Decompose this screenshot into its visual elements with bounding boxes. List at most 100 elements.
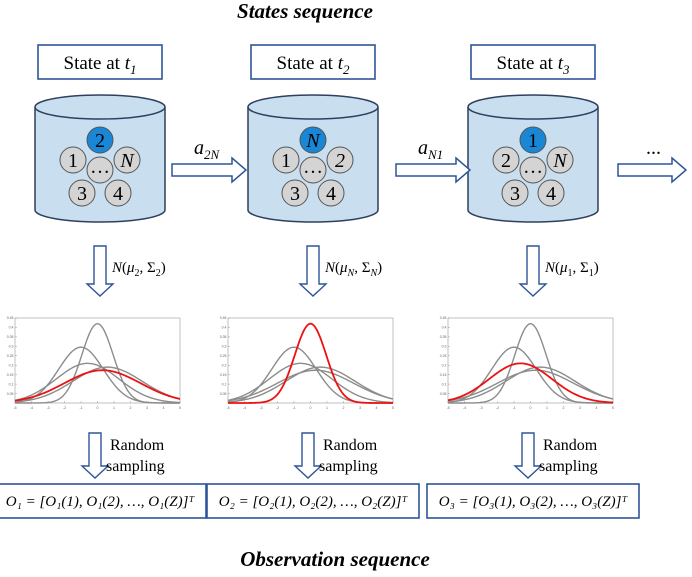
y-tick-label: 0.45 <box>440 316 447 320</box>
y-tick-label: 0.15 <box>220 373 227 377</box>
state-ball: … <box>519 156 547 184</box>
sampling-label: sampling <box>106 458 165 475</box>
observation-sequence-title: Observation sequence <box>240 547 430 571</box>
observation-vector: O₁ = [O₁(1), O₁(2), …, O₁(Z)]ᵀ <box>6 494 196 510</box>
y-tick-label: 0.1 <box>9 382 14 386</box>
x-tick-label: -1 <box>292 406 295 410</box>
y-tick-label: 0.05 <box>7 392 14 396</box>
random-label: Random <box>543 437 598 454</box>
states-sequence-title: States sequence <box>237 0 373 23</box>
svg-text:1: 1 <box>68 150 78 172</box>
x-tick-label: -5 <box>446 406 449 410</box>
x-tick-label: 1 <box>546 406 548 410</box>
x-tick-label: -4 <box>30 406 33 410</box>
state-ball: 4 <box>537 179 565 207</box>
x-tick-label: -2 <box>63 406 66 410</box>
observation-box-2: O₂ = [O₂(1), O₂(2), …, O₂(Z)]ᵀ <box>206 483 420 519</box>
y-tick-label: 0.35 <box>440 335 447 339</box>
y-tick-label: 0.25 <box>7 354 14 358</box>
observation-vector: O₂ = [O₂(1), O₂(2), …, O₂(Z)]ᵀ <box>219 494 409 510</box>
state-ball: … <box>299 156 327 184</box>
y-tick-label: 0.15 <box>440 373 447 377</box>
gaussian-curve <box>447 369 614 402</box>
x-tick-label: -4 <box>243 406 246 410</box>
svg-text:…: … <box>90 156 110 178</box>
emission-arrow-1 <box>85 245 115 297</box>
svg-text:…: … <box>523 156 543 178</box>
x-tick-label: 4 <box>163 406 165 410</box>
y-tick-label: 0.45 <box>220 316 227 320</box>
x-tick-label: -1 <box>79 406 82 410</box>
transition-arrow-1: a2N <box>171 137 248 184</box>
state-ball: 3 <box>501 179 529 207</box>
emission-arrow-3 <box>518 245 548 297</box>
state-ball-active: 1 <box>519 126 547 154</box>
state-label-box-2: State at t2 <box>250 44 376 80</box>
x-tick-label: -5 <box>226 406 229 410</box>
sampling-arrow-1 <box>80 432 110 479</box>
gaussian-curve-highlighted <box>14 369 181 402</box>
svg-text:3: 3 <box>510 183 520 205</box>
y-tick-label: 0.1 <box>442 382 447 386</box>
state-ball: 3 <box>68 179 96 207</box>
svg-text:3: 3 <box>77 183 87 205</box>
x-tick-label: 1 <box>113 406 115 410</box>
y-tick-label: 0.2 <box>9 363 14 367</box>
x-tick-label: 3 <box>579 406 581 410</box>
random-label: Random <box>110 437 165 454</box>
transition-label-1: a2N <box>194 137 221 162</box>
svg-text:N: N <box>552 150 568 172</box>
svg-text:2: 2 <box>335 150 345 172</box>
y-tick-label: 0.35 <box>7 335 14 339</box>
state-label-box-1: State at t1 <box>37 44 163 80</box>
emission-label-3: N(μ1, Σ1) <box>544 260 599 279</box>
x-tick-label: 3 <box>359 406 361 410</box>
ellipsis-label: ... <box>646 137 661 159</box>
gaussian-curve-highlighted <box>228 322 393 404</box>
y-tick-label: 0.1 <box>222 382 227 386</box>
state-ball: 1 <box>59 146 87 174</box>
svg-text:2: 2 <box>501 150 511 172</box>
x-tick-label: 2 <box>343 406 345 410</box>
state-cylinder-2: N1… 2 3 4 <box>247 94 379 223</box>
x-tick-label: 2 <box>563 406 565 410</box>
x-tick-label: 5 <box>179 406 181 410</box>
x-tick-label: 2 <box>130 406 132 410</box>
svg-text:4: 4 <box>326 183 336 205</box>
x-tick-label: -3 <box>259 406 262 410</box>
observation-box-1: O₁ = [O₁(1), O₁(2), …, O₁(Z)]ᵀ <box>0 483 207 519</box>
svg-text:3: 3 <box>290 183 300 205</box>
emission-label-1: N(μ2, Σ2) <box>111 260 166 279</box>
y-tick-label: 0.35 <box>220 335 227 339</box>
state-ball: 2 <box>492 146 520 174</box>
state-ball: 4 <box>317 179 345 207</box>
y-tick-label: 0.05 <box>440 392 447 396</box>
x-tick-label: -3 <box>479 406 482 410</box>
state-ball: 3 <box>281 179 309 207</box>
svg-text:4: 4 <box>113 183 123 205</box>
state-ball: 2 <box>326 146 354 174</box>
gaussian-curve <box>227 362 394 404</box>
state-ball: 1 <box>272 146 300 174</box>
svg-text:N: N <box>305 130 321 152</box>
x-tick-label: -2 <box>276 406 279 410</box>
state-ball-active: 2 <box>86 126 114 154</box>
continuation-arrow: ... <box>617 137 688 184</box>
emission-arrow-2 <box>298 245 328 297</box>
gaussian-curve <box>447 366 614 403</box>
state-label: State at t3 <box>497 53 570 77</box>
x-tick-label: -3 <box>46 406 49 410</box>
y-tick-label: 0.2 <box>222 363 227 367</box>
y-tick-label: 0.25 <box>440 354 447 358</box>
svg-text:2: 2 <box>95 130 105 152</box>
state-label: State at t1 <box>64 53 137 77</box>
state-label: State at t2 <box>277 53 350 77</box>
x-tick-label: 4 <box>596 406 598 410</box>
x-tick-label: 5 <box>612 406 614 410</box>
